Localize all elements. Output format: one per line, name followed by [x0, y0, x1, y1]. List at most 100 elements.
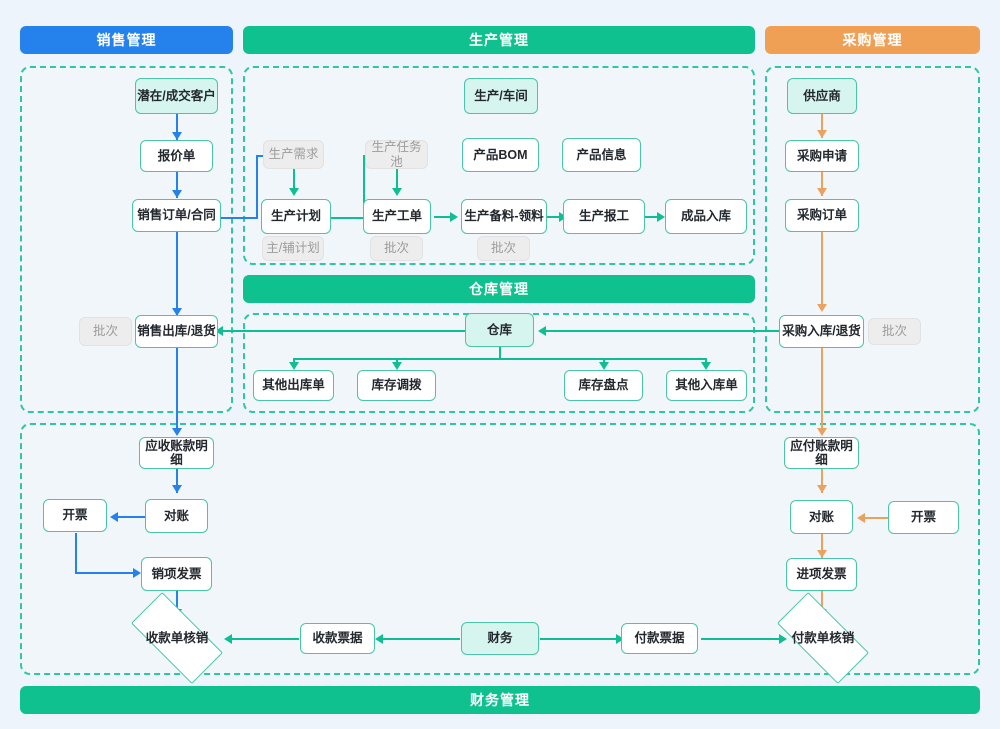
- arrow-requisition-to-order: [817, 188, 827, 196]
- node-other-inbound[interactable]: 其他入库单: [666, 370, 747, 401]
- connector-invoice-issue-to-output: [75, 572, 137, 574]
- node-ar-reconciliation[interactable]: 对账: [145, 499, 208, 533]
- arrow-purchase-inbound-to-warehouse: [538, 326, 546, 336]
- node-ar-detail[interactable]: 应收账款明细: [139, 437, 214, 469]
- connector-finance-to-payment-doc: [540, 638, 620, 640]
- node-ar-invoice-issue[interactable]: 开票: [43, 499, 107, 532]
- node-receipt-document[interactable]: 收款票据: [300, 623, 375, 654]
- connector-warehouse-bus: [294, 358, 706, 360]
- arrow-report-to-finished: [657, 212, 665, 222]
- arrow-quotation-to-order: [172, 190, 182, 198]
- node-input-invoice-label: 进项发票: [796, 567, 847, 582]
- node-material-tag: 批次: [477, 236, 530, 261]
- node-ap-detail[interactable]: 应付账款明细: [784, 437, 859, 469]
- node-ap-invoice-issue[interactable]: 开票: [888, 501, 959, 534]
- node-receipt-writeoff-label: 收款单核销: [145, 630, 209, 645]
- arrow-order-to-outbound: [172, 308, 182, 316]
- node-ar-detail-label: 应收账款明细: [145, 438, 208, 467]
- node-purchase-requisition[interactable]: 采购申请: [785, 140, 859, 172]
- connector-material-to-report: [547, 216, 563, 218]
- arrow-recon-to-invoice-issue: [110, 512, 118, 522]
- node-material-picking[interactable]: 生产备料-领料: [461, 199, 547, 234]
- node-quotation[interactable]: 报价单: [140, 140, 213, 172]
- section-header-sales: 销售管理: [20, 26, 233, 54]
- arrow-supplier-to-requisition: [817, 130, 827, 138]
- node-output-invoice-label: 销项发票: [151, 566, 202, 581]
- connector-demand-to-plan: [293, 169, 295, 194]
- node-ar-invoice-issue-label: 开票: [62, 508, 88, 523]
- connector-quotation-to-order: [176, 172, 178, 198]
- connector-workorder-to-material: [434, 216, 454, 218]
- node-product-info[interactable]: 产品信息: [562, 138, 641, 172]
- arrow-bus-to-stocktake: [599, 362, 609, 370]
- node-receipt-writeoff[interactable]: 收款单核销: [131, 592, 223, 684]
- section-header-production: 生产管理: [243, 26, 755, 54]
- connector-order-to-demand-h1: [213, 217, 258, 219]
- connector-ar-detail-to-recon: [176, 469, 178, 493]
- connector-purchase-inbound-to-warehouse: [541, 330, 786, 332]
- arrow-ap-detail-to-recon: [817, 485, 827, 493]
- node-production-plan[interactable]: 生产计划: [261, 199, 331, 234]
- node-payment-writeoff[interactable]: 付款单核销: [777, 592, 869, 684]
- connector-input-invoice-to-writeoff: [821, 591, 823, 615]
- connector-requisition-to-order: [821, 172, 823, 196]
- connector-ap-detail-to-recon: [821, 469, 823, 493]
- node-supplier[interactable]: 供应商: [787, 78, 857, 114]
- node-purchase-inbound[interactable]: 采购入库/退货: [779, 315, 864, 348]
- connector-finance-to-receipt-doc: [378, 638, 460, 640]
- node-purchase-order[interactable]: 采购订单: [785, 199, 859, 232]
- connector-recon-to-input-invoice: [821, 534, 823, 558]
- arrow-invoice-issue-to-output: [133, 568, 141, 578]
- section-header-finance: 财务管理: [20, 686, 980, 714]
- node-other-outbound[interactable]: 其他出库单: [253, 370, 334, 401]
- node-ar-reconciliation-label: 对账: [163, 508, 189, 523]
- node-input-invoice[interactable]: 进项发票: [786, 558, 857, 591]
- arrow-inbound-to-ap: [817, 428, 827, 436]
- frame-sales: [20, 66, 233, 413]
- node-inventory-transfer[interactable]: 库存调拨: [357, 370, 436, 401]
- node-payment-document[interactable]: 付款票据: [621, 623, 698, 654]
- connector-report-to-finished: [645, 216, 661, 218]
- node-ap-reconciliation[interactable]: 对账: [790, 500, 853, 534]
- node-work-order[interactable]: 生产工单: [363, 199, 431, 234]
- node-ap-detail-label: 应付账款明细: [790, 438, 853, 467]
- node-sales-outbound[interactable]: 销售出库/退货: [135, 315, 218, 348]
- arrow-receipt-doc-to-writeoff: [224, 634, 232, 644]
- arrow-ar-detail-to-recon: [172, 485, 182, 493]
- node-payment-writeoff-label: 付款单核销: [791, 630, 855, 645]
- arrow-finance-to-payment-doc: [616, 634, 624, 644]
- connector-order-to-inbound: [821, 232, 823, 310]
- node-purchase-batch-tag: 批次: [868, 318, 921, 345]
- arrow-bus-to-other-inbound: [701, 362, 711, 370]
- node-product-bom[interactable]: 产品BOM: [462, 138, 539, 172]
- node-output-invoice[interactable]: 销项发票: [141, 557, 212, 591]
- connector-plan-to-pool-v: [363, 155, 365, 219]
- connector-receipt-doc-to-writeoff: [227, 638, 299, 640]
- node-finance-center[interactable]: 财务: [461, 622, 539, 655]
- arrow-ap-invoice-issue-to-recon: [857, 513, 865, 523]
- node-warehouse[interactable]: 仓库: [465, 313, 534, 347]
- arrow-bus-to-transfer: [392, 362, 402, 370]
- node-receipt-document-label: 收款票据: [312, 631, 363, 646]
- arrow-finance-to-receipt-doc: [375, 634, 383, 644]
- node-sales-order[interactable]: 销售订单/合同: [132, 199, 221, 232]
- arrow-recon-to-input-invoice: [817, 550, 827, 558]
- node-payment-document-label: 付款票据: [634, 631, 685, 646]
- node-finished-goods-inbound[interactable]: 成品入库: [665, 199, 747, 234]
- node-inventory-stocktake[interactable]: 库存盘点: [564, 370, 643, 401]
- connector-supplier-to-requisition: [821, 114, 823, 138]
- connector-warehouse-to-sales-outbound: [190, 330, 465, 332]
- node-production-report[interactable]: 生产报工: [563, 199, 645, 234]
- node-production-workshop[interactable]: 生产/车间: [464, 78, 538, 114]
- arrow-pool-to-workorder: [392, 188, 402, 196]
- node-potential-customer[interactable]: 潜在/成交客户: [135, 78, 218, 114]
- connector-outbound-to-ar: [176, 347, 178, 434]
- arrow-warehouse-to-sales-outbound: [215, 326, 223, 336]
- connector-invoice-issue-v: [75, 533, 77, 573]
- connector-plan-to-pool-h1: [331, 217, 365, 219]
- arrow-customer-to-quotation: [172, 132, 182, 140]
- section-header-warehouse: 仓库管理: [243, 275, 755, 303]
- connector-pool-to-workorder: [396, 169, 398, 194]
- connector-order-to-demand-v: [256, 155, 258, 219]
